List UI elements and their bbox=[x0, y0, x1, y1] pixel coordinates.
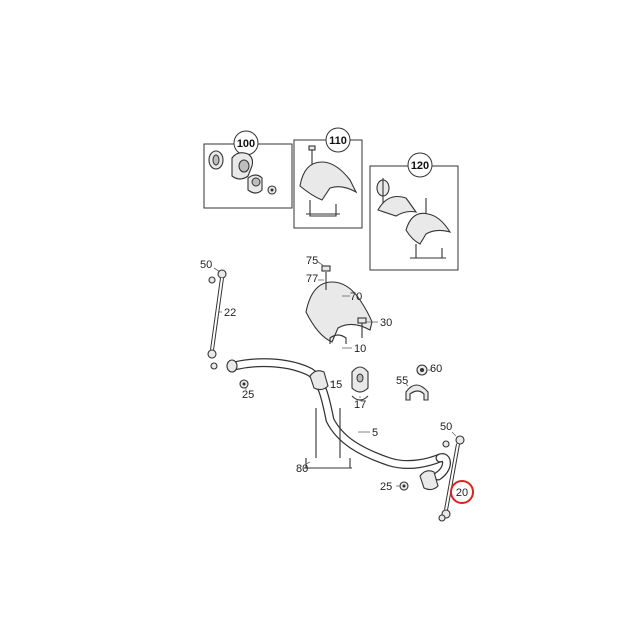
callout-25-left[interactable]: 25 bbox=[242, 388, 254, 401]
highlight-circle bbox=[450, 480, 474, 504]
callout-75-text: 75 bbox=[306, 255, 318, 267]
callout-77-text: 77 bbox=[306, 273, 318, 285]
bracket-assembly-icon bbox=[376, 178, 452, 259]
callout-50-left-text: 50 bbox=[200, 259, 212, 271]
callout-50-right-text: 50 bbox=[440, 421, 452, 433]
nut-60 bbox=[416, 364, 428, 376]
clamp-17 bbox=[351, 395, 369, 401]
nut-25-right bbox=[399, 481, 409, 491]
callout-50-right[interactable]: 50 bbox=[440, 421, 457, 437]
bar-end-left bbox=[226, 359, 238, 373]
callout-70[interactable]: 70 bbox=[342, 291, 362, 303]
callout-30[interactable]: 30 bbox=[366, 317, 392, 329]
callout-20-text: 20 bbox=[456, 487, 468, 499]
inset-110-badge bbox=[325, 127, 351, 153]
callout-15-text: 15 bbox=[330, 379, 342, 391]
bushing-15 bbox=[351, 366, 369, 393]
callout-55[interactable]: 55 bbox=[396, 375, 409, 387]
inset-100[interactable]: 100 bbox=[203, 130, 293, 209]
callout-17-text: 17 bbox=[354, 399, 366, 411]
callout-60[interactable]: 60 bbox=[428, 363, 442, 375]
callout-5-text: 5 bbox=[372, 427, 378, 439]
inset-120-badge bbox=[407, 152, 433, 178]
inset-110[interactable]: 110 bbox=[293, 127, 363, 229]
bolt-30 bbox=[357, 317, 367, 338]
bracket-icon bbox=[299, 145, 358, 217]
callout-5[interactable]: 5 bbox=[358, 427, 378, 439]
link-22[interactable] bbox=[207, 269, 227, 370]
stabilizer-bar[interactable] bbox=[226, 358, 451, 481]
bushing-right bbox=[419, 470, 439, 491]
callout-10[interactable]: 10 bbox=[342, 343, 366, 355]
callout-25-left-text: 25 bbox=[242, 389, 254, 401]
clamp-55 bbox=[405, 384, 429, 401]
nut-25-left bbox=[239, 379, 249, 389]
callout-70-text: 70 bbox=[350, 291, 362, 303]
callout-17[interactable]: 17 bbox=[354, 396, 366, 411]
callout-55-text: 55 bbox=[396, 375, 408, 387]
inset-120[interactable]: 120 bbox=[369, 152, 459, 271]
callout-30-text: 30 bbox=[380, 317, 392, 329]
mounting-bracket[interactable] bbox=[304, 265, 373, 469]
callout-25-right[interactable]: 25 bbox=[380, 481, 400, 493]
callout-10-text: 10 bbox=[354, 343, 366, 355]
callout-22[interactable]: 22 bbox=[218, 307, 236, 319]
callout-75[interactable]: 75 bbox=[306, 255, 325, 267]
bushing-icon bbox=[208, 150, 277, 195]
callout-50-left[interactable]: 50 bbox=[200, 259, 221, 273]
callout-15[interactable]: 15 bbox=[330, 379, 342, 391]
callout-20-highlighted[interactable]: 20 bbox=[450, 480, 474, 504]
inset-120-label: 120 bbox=[411, 160, 429, 172]
callout-22-text: 22 bbox=[224, 307, 236, 319]
callout-80-text: 80 bbox=[296, 463, 308, 475]
inset-110-label: 110 bbox=[329, 135, 347, 147]
link-20[interactable] bbox=[438, 435, 465, 522]
callout-77[interactable]: 77 bbox=[306, 273, 324, 285]
callout-80[interactable]: 80 bbox=[296, 461, 311, 475]
callout-60-text: 60 bbox=[430, 363, 442, 375]
bushing-left bbox=[309, 370, 329, 391]
inset-100-label: 100 bbox=[237, 138, 255, 150]
callout-25-right-text: 25 bbox=[380, 481, 392, 493]
